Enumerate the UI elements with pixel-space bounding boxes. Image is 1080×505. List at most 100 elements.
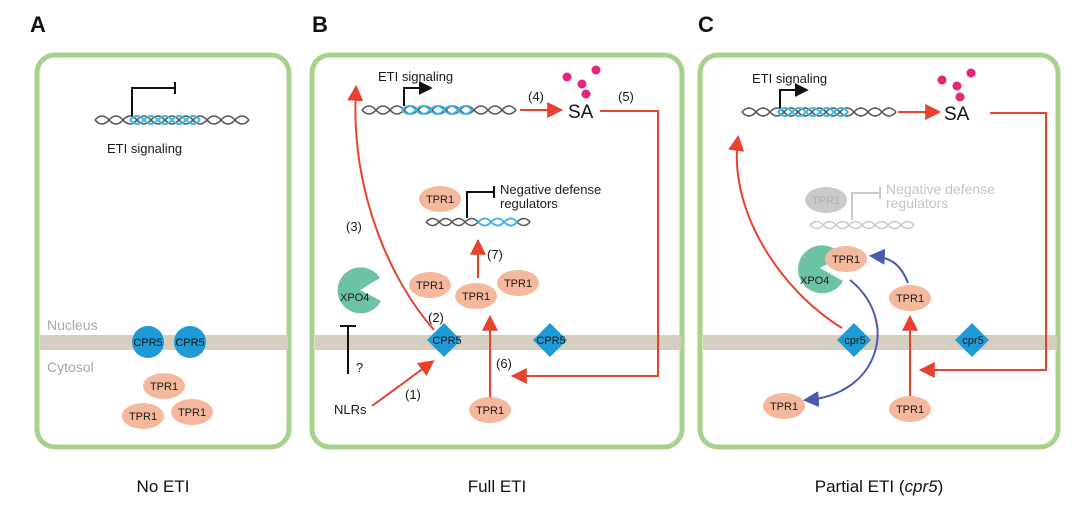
svg-text:CPR5: CPR5 xyxy=(536,335,565,347)
panel-b: B ETI signaling (4) SA (5) TPR1 xyxy=(309,12,685,496)
arrow-sa-feedback-c xyxy=(918,112,1047,378)
arrow-step-3 xyxy=(347,84,435,331)
cpr5-diamond-a1: CPR5 xyxy=(132,326,164,358)
svg-text:TPR1: TPR1 xyxy=(504,278,532,290)
cell-border-b xyxy=(309,52,685,450)
red-arrow-cpr5-to-eti-c xyxy=(728,134,843,329)
svg-text:TPR1: TPR1 xyxy=(416,280,444,292)
xpo4-b: XPO4 xyxy=(337,267,381,314)
xpo4-inhibition xyxy=(340,325,356,374)
dna-helix-c xyxy=(741,107,897,117)
step-2-label: (2) xyxy=(428,310,444,325)
panel-letter-b: B xyxy=(312,12,328,37)
step-4-label: (4) xyxy=(528,89,544,104)
question-mark: ? xyxy=(356,360,363,375)
tpr1-a2: TPR1 xyxy=(122,403,164,429)
nuclear-membrane-c xyxy=(703,335,1057,350)
svg-text:TPR1: TPR1 xyxy=(812,195,840,207)
sa-label-b: SA xyxy=(568,102,594,123)
active-promoter-b xyxy=(403,81,433,106)
nuclear-membrane-a xyxy=(40,335,288,350)
svg-text:TPR1: TPR1 xyxy=(178,407,206,419)
tpr1-c4: TPR1 xyxy=(763,393,805,419)
cytosol-label: Cytosol xyxy=(47,359,94,375)
cpr5-diamond-b2: CPR5 xyxy=(533,323,567,357)
cell-border-c xyxy=(697,52,1061,450)
svg-text:TPR1: TPR1 xyxy=(462,291,490,303)
svg-text:XPO4: XPO4 xyxy=(800,275,829,287)
repressor-faded-c xyxy=(851,187,881,220)
step-6-label: (6) xyxy=(496,356,512,371)
eti-signaling-label-b: ETI signaling xyxy=(378,69,453,84)
svg-text:TPR1: TPR1 xyxy=(426,194,454,206)
svg-text:TPR1: TPR1 xyxy=(129,411,157,423)
tpr1-faded-c: TPR1 xyxy=(805,187,847,213)
tpr1-b2: TPR1 xyxy=(409,272,451,298)
sa-label-c: SA xyxy=(944,104,970,125)
tpr1-b4: TPR1 xyxy=(497,270,539,296)
tpr1-c2: TPR1 xyxy=(825,246,867,272)
nucleus-label: Nucleus xyxy=(47,317,98,333)
eti-signaling-label-a: ETI signaling xyxy=(107,141,182,156)
neg-defense-label-2-c: regulators xyxy=(886,195,948,211)
svg-text:TPR1: TPR1 xyxy=(832,254,860,266)
sa-dot xyxy=(562,72,572,82)
cpr5-diamond-a2: CPR5 xyxy=(174,326,206,358)
blue-arrow-import-c xyxy=(868,248,909,284)
step-5-label: (5) xyxy=(618,89,634,104)
neg-defense-label-1-c: Negative defense xyxy=(886,181,995,197)
tpr1-c5: TPR1 xyxy=(889,396,931,422)
dna-helix-neg-b xyxy=(425,217,531,227)
cpr5-diamond-c1: cpr5 xyxy=(837,323,871,357)
svg-text:TPR1: TPR1 xyxy=(770,401,798,413)
caption-b: Full ETI xyxy=(468,477,527,496)
panel-a: A Nucleus Cytosol ETI signaling CPR5 CPR… xyxy=(30,12,292,496)
sa-dot xyxy=(952,81,962,91)
svg-text:cpr5: cpr5 xyxy=(844,335,865,347)
dna-helix-a xyxy=(94,115,250,125)
svg-text:TPR1: TPR1 xyxy=(476,405,504,417)
svg-text:CPR5: CPR5 xyxy=(432,335,461,347)
repressed-promoter-a xyxy=(131,82,176,116)
cpr5-diamond-b1: CPR5 xyxy=(427,323,462,357)
cell-border-a xyxy=(34,52,292,450)
step-1-label: (1) xyxy=(405,387,421,402)
svg-text:TPR1: TPR1 xyxy=(896,293,924,305)
cpr5-diamond-c2: cpr5 xyxy=(955,323,989,357)
sa-dot xyxy=(577,79,587,89)
panel-c: C ETI signaling SA TPR1 Negative defense xyxy=(697,12,1061,496)
caption-a: No ETI xyxy=(137,477,190,496)
svg-text:XPO4: XPO4 xyxy=(340,292,369,304)
neg-defense-label-2-b: regulators xyxy=(500,196,558,211)
sa-dot xyxy=(591,65,601,75)
caption-c: Partial ETI (cpr5) xyxy=(815,477,944,496)
tpr1-b3: TPR1 xyxy=(455,283,497,309)
sa-dot xyxy=(966,68,976,78)
tpr1-c3: TPR1 xyxy=(889,285,931,311)
tpr1-bound-b: TPR1 xyxy=(419,186,461,212)
step-7-label: (7) xyxy=(487,247,503,262)
tpr1-b5: TPR1 xyxy=(469,397,511,423)
svg-text:TPR1: TPR1 xyxy=(896,404,924,416)
sa-dot xyxy=(581,89,591,99)
sa-dot xyxy=(937,75,947,85)
nlrs-label: NLRs xyxy=(334,402,367,417)
arrow-step-1 xyxy=(371,360,435,407)
dna-helix-b xyxy=(361,105,517,115)
nuclear-membrane-b xyxy=(315,335,681,350)
blue-arrow-export-c xyxy=(802,279,879,408)
repressor-b xyxy=(466,186,495,218)
svg-text:TPR1: TPR1 xyxy=(150,381,178,393)
active-promoter-c xyxy=(779,83,809,108)
svg-text:CPR5: CPR5 xyxy=(175,337,204,349)
svg-text:CPR5: CPR5 xyxy=(133,337,162,349)
panel-letter-c: C xyxy=(698,12,714,37)
sa-dot xyxy=(955,92,965,102)
dna-helix-neg-c-faded xyxy=(809,220,915,230)
svg-text:cpr5: cpr5 xyxy=(962,335,983,347)
arrow-step-5 xyxy=(510,110,659,384)
step-3-label: (3) xyxy=(346,219,362,234)
panel-letter-a: A xyxy=(30,12,46,37)
tpr1-a3: TPR1 xyxy=(171,399,213,425)
